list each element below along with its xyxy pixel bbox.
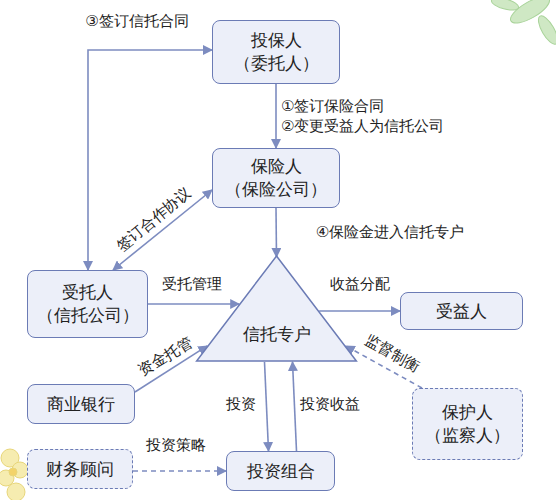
node-text: 受托人 （信托公司） <box>34 281 141 327</box>
edge-label: 监督制衡 <box>359 330 424 378</box>
flower-cluster <box>0 449 28 500</box>
triangle-outline <box>195 255 358 362</box>
dashed-arrow <box>133 470 226 472</box>
node-text: 财务顾问 <box>46 458 114 481</box>
flow-arrow <box>265 362 269 451</box>
process-box: 保险人 （保险公司） <box>212 148 340 208</box>
process-box: 受益人 <box>400 292 523 330</box>
supervisor-box: 保护人 （监察人） <box>412 388 523 460</box>
flow-arrow <box>275 208 277 257</box>
node-text: 保险人 （保险公司） <box>219 155 333 201</box>
edge-label: 受托管理 <box>160 275 224 295</box>
process-box: 投资组合 <box>226 451 335 491</box>
triangle-shape <box>197 256 357 361</box>
node-text: 投资组合 <box>247 460 315 483</box>
edge-label: 收益分配 <box>328 275 392 295</box>
flow-arrow <box>275 84 277 148</box>
edge-label: 签订合作协议 <box>111 183 196 257</box>
advisor-box: 财务顾问 <box>27 449 133 489</box>
leaf-cluster <box>490 0 556 47</box>
trust-triangle: 信托专户 <box>195 255 358 362</box>
edge-label: 投资 <box>224 395 258 415</box>
edge-label: 投资收益 <box>298 395 362 415</box>
flow-arrow <box>319 310 400 312</box>
node-text: 投保人 （委托人） <box>219 29 333 75</box>
process-box: 投保人 （委托人） <box>212 20 340 84</box>
node-text: 信托专户 <box>243 323 311 346</box>
flow-arrow <box>88 50 212 270</box>
process-box: 商业银行 <box>27 384 135 424</box>
edge-label: 投资策略 <box>144 436 208 456</box>
flow-arrow <box>293 362 297 451</box>
node-text: 保护人 （监察人） <box>419 401 516 447</box>
edge-label: ③签订信托合同 <box>83 12 190 32</box>
flow-arrow <box>148 303 239 305</box>
edge-label: ④保险金进入信托专户 <box>314 223 466 243</box>
node-text: 受益人 <box>436 300 487 323</box>
node-text: 商业银行 <box>47 393 115 416</box>
process-box: 受托人 （信托公司） <box>27 270 148 338</box>
edge-label: ①签订保险合同 ②变更受益人为信托公司 <box>279 97 461 136</box>
